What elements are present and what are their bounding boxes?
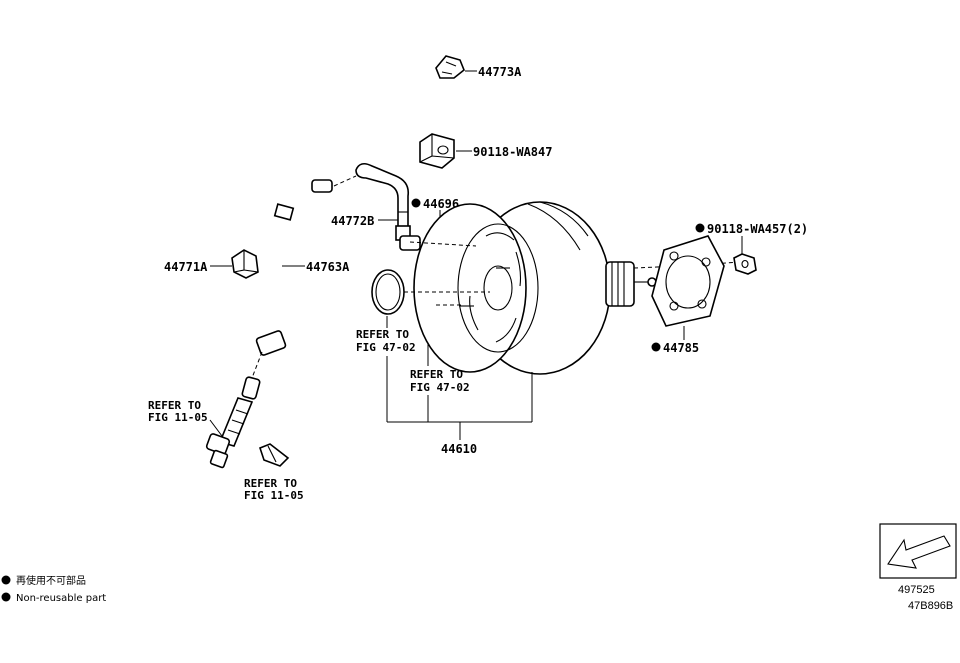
ref-fig-11-05-lower-line1: REFER TO bbox=[244, 477, 297, 490]
label-44771a: 44771A bbox=[164, 260, 208, 274]
label-90118-wa847: 90118-WA847 bbox=[473, 145, 552, 159]
label-44610: 44610 bbox=[441, 442, 477, 456]
figure-number: 497525 bbox=[898, 584, 935, 596]
pin-fitting bbox=[259, 443, 290, 467]
non-reusable-dot bbox=[695, 223, 705, 233]
nut-90118-wa457 bbox=[733, 253, 757, 275]
legend-dot-japanese bbox=[1, 575, 11, 585]
clip-44771a bbox=[231, 249, 259, 279]
brake-booster-44610 bbox=[413, 201, 657, 375]
clip-90118-wa847 bbox=[419, 133, 455, 169]
non-reusable-dot bbox=[411, 198, 421, 208]
o-ring bbox=[371, 269, 405, 315]
ref-fig-47-02-oring-line1: REFER TO bbox=[356, 328, 409, 341]
ref-fig-11-05-lower-line2: FIG 11-05 bbox=[244, 489, 304, 502]
label-44785: 44785 bbox=[663, 341, 699, 355]
front-direction-arrow-box bbox=[879, 523, 957, 579]
label-44772b: 44772B bbox=[331, 214, 374, 228]
ref-fig-11-05-upper-line2: FIG 11-05 bbox=[148, 411, 208, 424]
label-44773a: 44773A bbox=[478, 65, 522, 79]
check-valve-assembly bbox=[205, 351, 263, 469]
legend-dot-english bbox=[1, 592, 11, 602]
non-reusable-dot bbox=[651, 342, 661, 352]
label-90118-wa457: 90118-WA457(2) bbox=[707, 222, 808, 236]
legend-english: Non-reusable part bbox=[16, 593, 106, 604]
gasket-44785 bbox=[651, 235, 725, 327]
hose-44772b bbox=[355, 162, 421, 251]
legend-japanese: 再使用不可部品 bbox=[16, 574, 86, 587]
label-44763a: 44763A bbox=[306, 260, 350, 274]
ref-fig-11-05-upper-line1: REFER TO bbox=[148, 399, 201, 412]
diagram-id: 47B896B bbox=[908, 600, 953, 612]
ref-fig-47-02-oring-line2: FIG 47-02 bbox=[356, 341, 416, 354]
label-44696: 44696 bbox=[423, 197, 459, 211]
ref-fig-47-02-nut-line2: FIG 47-02 bbox=[410, 381, 470, 394]
ref-fig-47-02-nut-line1: REFER TO bbox=[410, 368, 463, 381]
hose-44763a bbox=[255, 141, 333, 356]
clip-44773a bbox=[435, 55, 465, 79]
